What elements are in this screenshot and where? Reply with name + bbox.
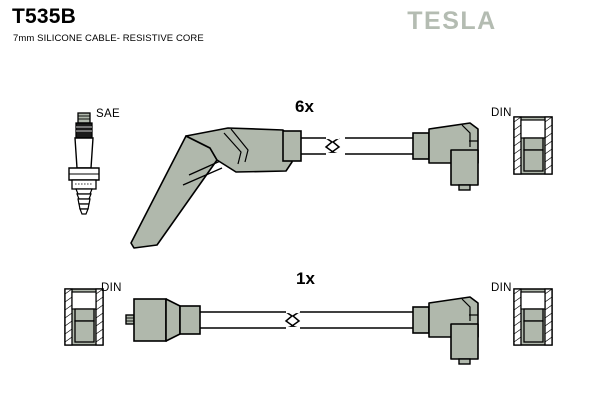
spark-plug-boot-angled [130, 127, 302, 249]
din-terminal-label-lower-left: DIN [101, 282, 122, 294]
din-terminal-label-lower-right: DIN [491, 282, 512, 294]
sae-terminal-label: SAE [96, 108, 120, 120]
cable-lower [200, 310, 416, 330]
part-description: 7mm SILICONE CABLE- RESISTIVE CORE [13, 33, 204, 44]
cable-break-symbol-upper [324, 136, 341, 156]
distributor-elbow-lower [412, 296, 479, 365]
din-terminal-icon-lower-right [513, 288, 553, 346]
cable-break-symbol-lower [284, 310, 301, 330]
din-terminal-icon-upper-right [513, 116, 553, 175]
page-title: T535B [12, 5, 77, 28]
din-terminal-icon-lower-left [64, 288, 104, 346]
cable-upper [301, 136, 416, 156]
tesla-brand-logo: TESLA [407, 7, 497, 35]
coil-straight-connector [125, 298, 201, 342]
din-terminal-label-upper-right: DIN [491, 107, 512, 119]
distributor-elbow-upper [412, 122, 479, 191]
quantity-label-upper: 6x [295, 97, 314, 116]
quantity-label-lower: 1x [296, 269, 315, 288]
spark-plug-icon [68, 112, 100, 215]
